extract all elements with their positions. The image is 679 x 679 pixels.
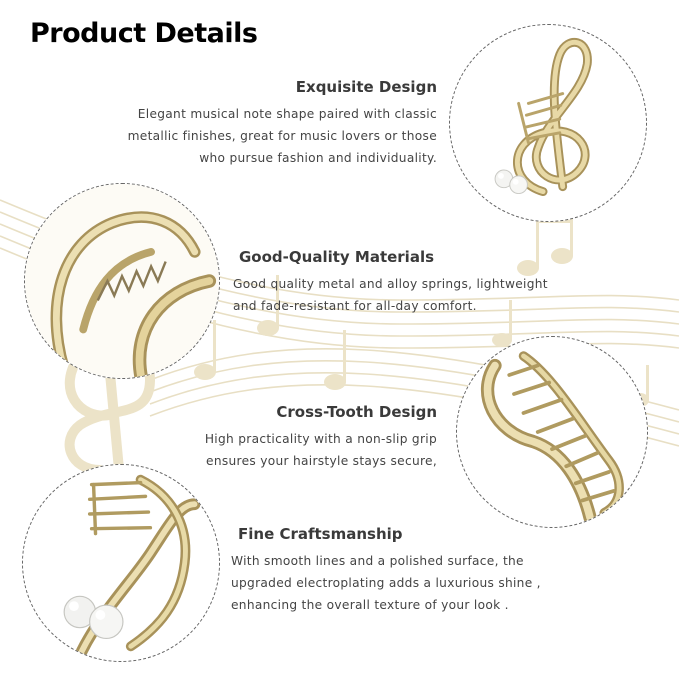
feature-fine-craftsmanship: Fine Craftsmanship With smooth lines and… (231, 525, 541, 616)
feature-text-line: ensures your hairstyle stays secure, (206, 454, 437, 468)
feature-text-line: upgraded electroplating adds a luxurious… (231, 576, 541, 590)
cross-tooth-photo (456, 336, 648, 528)
feature-heading: Good-Quality Materials (239, 248, 435, 266)
feature-heading: Fine Craftsmanship (238, 525, 403, 543)
treble-clef-clip-photo (449, 24, 647, 222)
music-note-icon (257, 320, 279, 336)
spring-detail-photo (24, 183, 220, 379)
feature-exquisite-design: Exquisite Design Elegant musical note sh… (128, 78, 437, 169)
music-note-icon (492, 333, 512, 347)
treble-clef-clip-icon (494, 37, 592, 197)
spring-icon (96, 261, 167, 301)
feature-text-line: Good quality metal and alloy springs, li… (233, 277, 548, 291)
feature-good-quality-materials: Good-Quality Materials Good quality meta… (233, 248, 548, 317)
pearl-icon (89, 604, 124, 640)
feature-text-line: With smooth lines and a polished surface… (231, 554, 524, 568)
spring-clip-icon (25, 184, 219, 378)
pearl-detail-photo (22, 464, 220, 662)
feature-text-line: High practicality with a non-slip grip (204, 432, 437, 446)
pearl-icon (509, 175, 528, 195)
feature-text-line: and fade-resistant for all-day comfort. (233, 299, 477, 313)
cross-tooth-clip-icon (480, 351, 624, 525)
page-title: Product Details (30, 18, 258, 49)
feature-heading: Exquisite Design (295, 78, 437, 96)
feature-text-line: who pursue fashion and individuality. (199, 151, 437, 165)
feature-heading: Cross-Tooth Design (276, 403, 437, 421)
feature-text-line: metallic finishes, great for music lover… (127, 129, 437, 143)
music-note-icon (324, 374, 346, 390)
pearl-clip-icon (63, 474, 201, 658)
music-note-icon (517, 260, 539, 276)
feature-text-line: enhancing the overall texture of your lo… (231, 598, 509, 612)
feature-cross-tooth-design: Cross-Tooth Design High practicality wit… (205, 403, 437, 472)
feature-text-line: Elegant musical note shape paired with c… (137, 107, 437, 121)
